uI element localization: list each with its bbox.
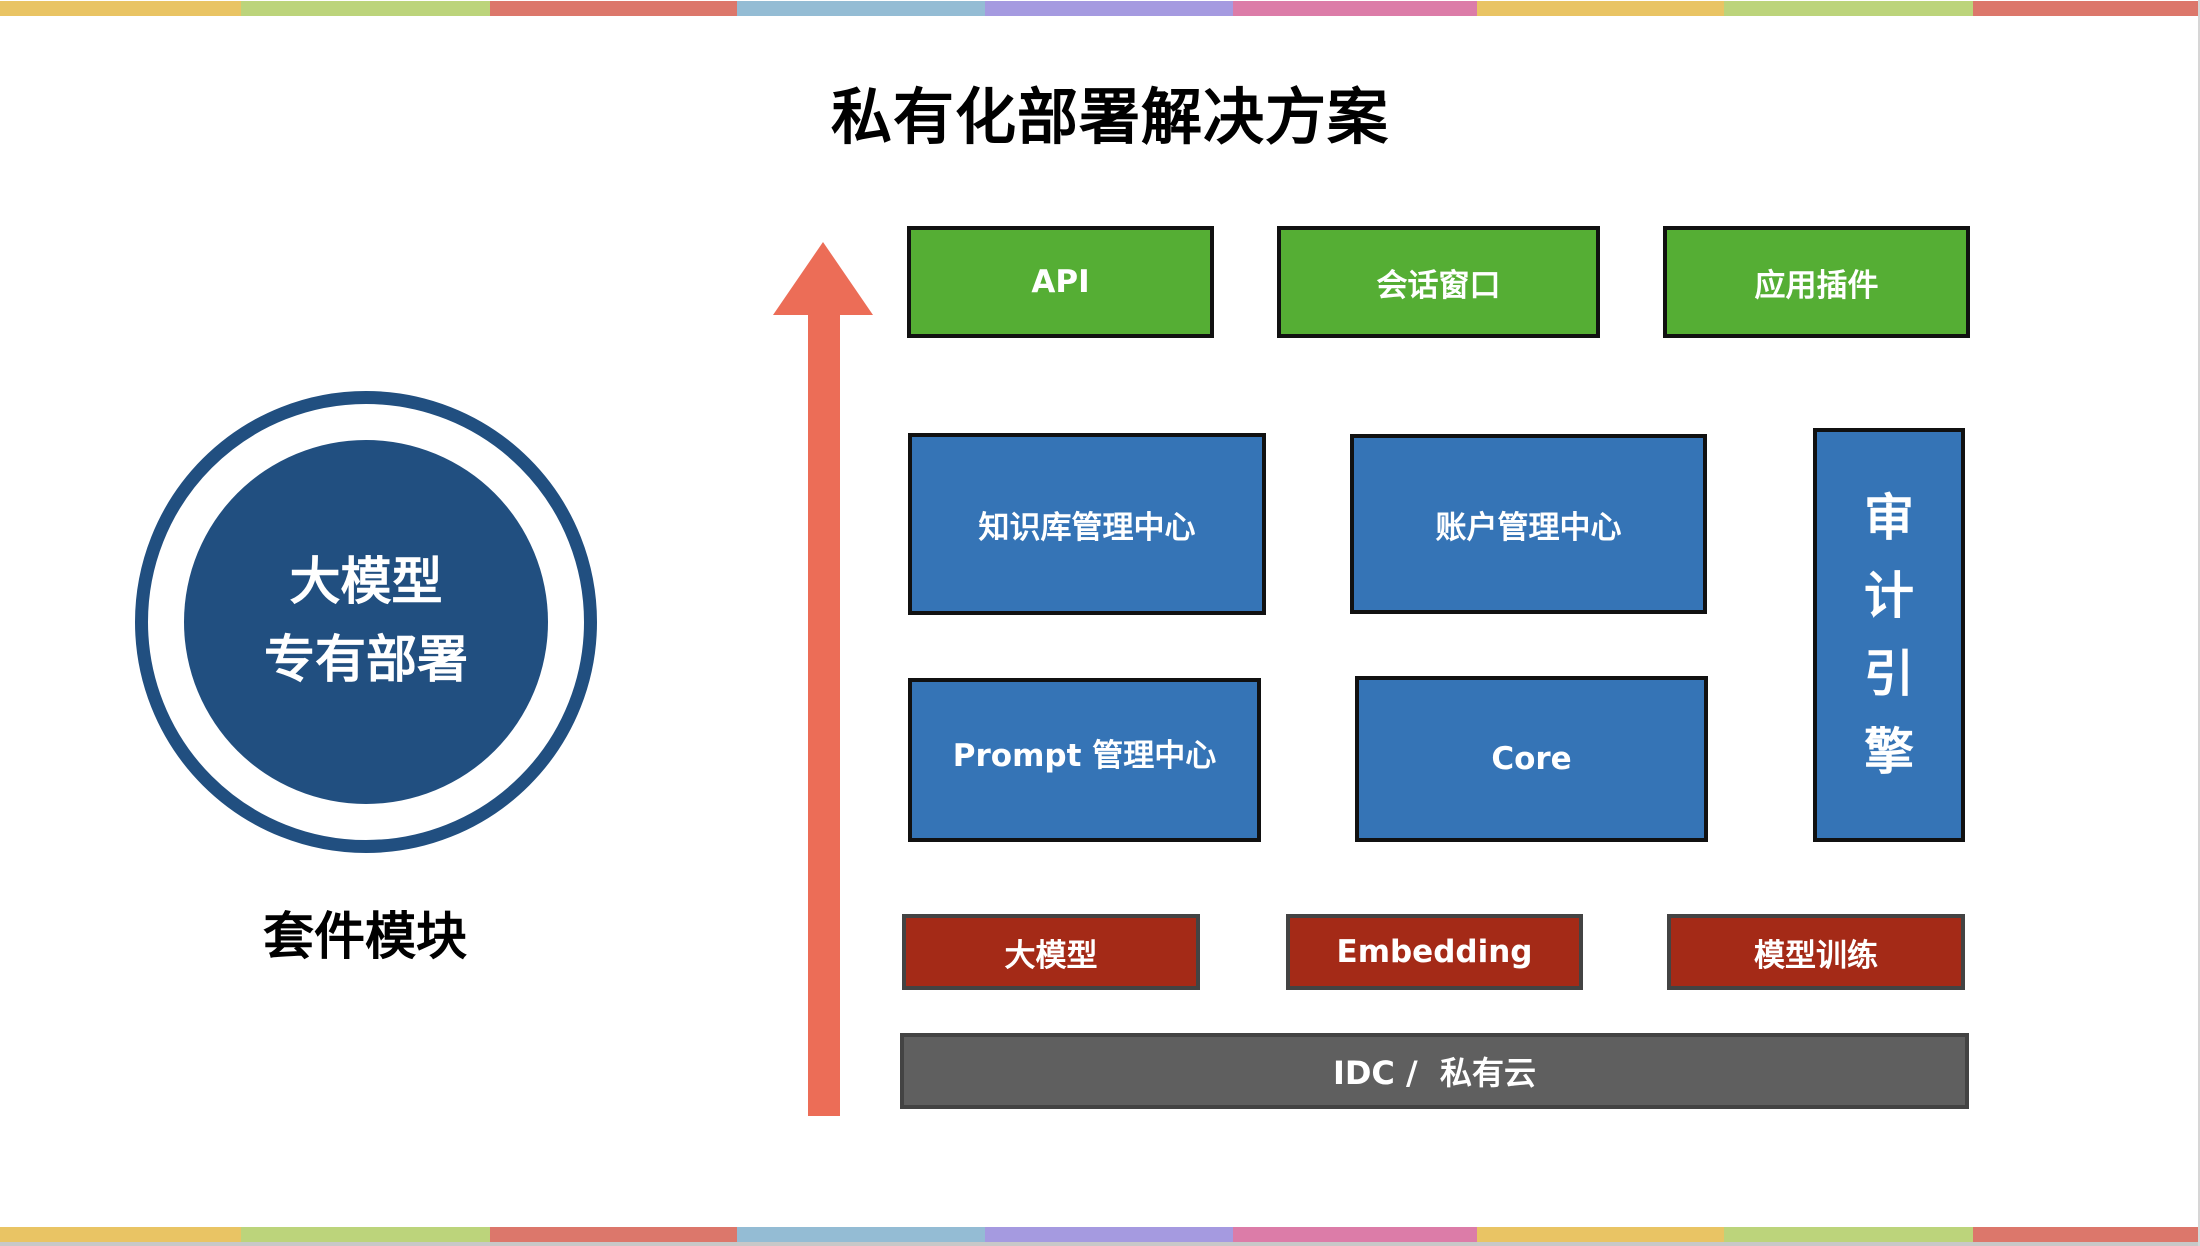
strip-segment — [1233, 1227, 1477, 1242]
audit-engine-char: 审 — [1864, 489, 1914, 547]
knowledge-center-box: 知识库管理中心 — [908, 433, 1266, 615]
embedding-box: Embedding — [1286, 914, 1583, 990]
app-plugin-label: 应用插件 — [1754, 267, 1879, 304]
strip-segment — [0, 1, 241, 16]
model-training-label: 模型训练 — [1754, 937, 1878, 974]
strip-segment — [490, 1227, 737, 1242]
audit-engine-char: 引 — [1864, 645, 1914, 703]
prompt-center-label: Prompt 管理中心 — [952, 737, 1217, 774]
strip-segment — [737, 1227, 985, 1242]
app-plugin-box: 应用插件 — [1663, 226, 1970, 338]
upward-arrow-icon — [773, 242, 873, 1116]
circle-text-line1: 大模型 — [289, 553, 443, 612]
large-model-label: 大模型 — [1004, 937, 1098, 974]
strip-segment — [1477, 1227, 1724, 1242]
top-color-strip — [0, 1, 2198, 16]
audit-engine-char: 计 — [1864, 567, 1914, 625]
account-center-label: 账户管理中心 — [1435, 509, 1622, 546]
dedicated-deployment-circle: 大模型 专有部署 — [184, 440, 548, 804]
strip-segment — [737, 1, 985, 16]
audit-engine-char: 擎 — [1864, 723, 1914, 781]
circle-text-line2: 专有部署 — [263, 631, 468, 690]
slide-title: 私有化部署解决方案 — [830, 82, 1389, 153]
chat-window-label: 会话窗口 — [1376, 267, 1501, 304]
strip-segment — [241, 1227, 490, 1242]
suite-modules-label: 套件模块 — [262, 908, 467, 967]
strip-segment — [1724, 1, 1973, 16]
account-center-box: 账户管理中心 — [1350, 434, 1707, 614]
idc-private-cloud-box: IDC / 私有云 — [900, 1033, 1969, 1109]
slide-edge — [2198, 0, 2200, 1246]
knowledge-center-label: 知识库管理中心 — [978, 509, 1196, 546]
audit-engine-box: 审 计 引 擎 — [1813, 428, 1965, 842]
api-label: API — [1031, 264, 1090, 300]
strip-segment — [985, 1227, 1233, 1242]
bottom-color-strip — [0, 1227, 2198, 1242]
core-box: Core — [1355, 676, 1708, 842]
core-label: Core — [1491, 741, 1572, 777]
strip-segment — [985, 1, 1233, 16]
idc-private-cloud-label: IDC / 私有云 — [1332, 1054, 1537, 1092]
strip-segment — [1477, 1, 1724, 16]
strip-segment — [1724, 1227, 1973, 1242]
prompt-center-box: Prompt 管理中心 — [908, 678, 1261, 842]
embedding-label: Embedding — [1336, 934, 1533, 970]
slide-shadow — [0, 1242, 2200, 1246]
strip-segment — [241, 1, 490, 16]
strip-segment — [1973, 1, 2198, 16]
strip-segment — [490, 1, 737, 16]
model-training-box: 模型训练 — [1667, 914, 1965, 990]
api-box: API — [907, 226, 1214, 338]
strip-segment — [1233, 1, 1477, 16]
large-model-box: 大模型 — [902, 914, 1200, 990]
chat-window-box: 会话窗口 — [1277, 226, 1600, 338]
strip-segment — [0, 1227, 241, 1242]
strip-segment — [1973, 1227, 2198, 1242]
